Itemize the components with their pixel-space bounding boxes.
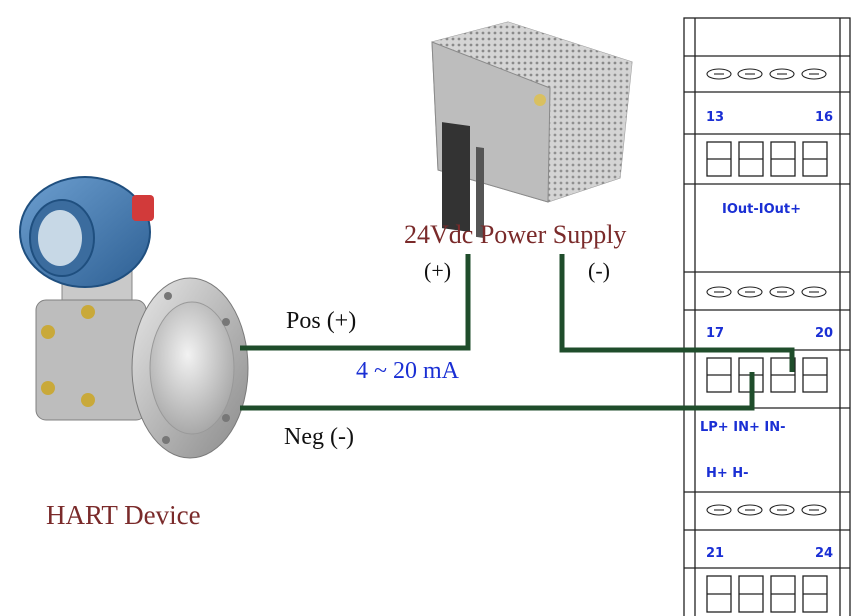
- h-pair-label: H+ H-: [706, 466, 749, 481]
- wire-ps-negative: [559, 254, 795, 372]
- wire-positive: [240, 254, 471, 351]
- terminal-block-module: [683, 17, 851, 616]
- ps-negative-label: (-): [588, 258, 610, 283]
- device-label: HART Device: [46, 500, 201, 530]
- wire-negative: [240, 372, 755, 411]
- iout-label: IOut-IOut+: [722, 202, 802, 217]
- hart-device-image: [19, 176, 249, 459]
- pos-wire-label: Pos (+): [286, 308, 357, 334]
- terminal-21-label: 21: [706, 546, 725, 561]
- terminal-20-label: 20: [815, 326, 834, 341]
- ps-positive-label: (+): [424, 258, 452, 283]
- current-label: 4 ~ 20 mA: [356, 358, 459, 384]
- terminal-16-label: 16: [815, 110, 834, 125]
- power-supply-image: [431, 21, 633, 239]
- terminal-17-label: 17: [706, 326, 725, 341]
- neg-wire-label: Neg (-): [284, 424, 354, 450]
- terminal-24-label: 24: [815, 546, 834, 561]
- lp-in-label: LP+ IN+ IN-: [700, 420, 786, 435]
- terminal-13-label: 13: [706, 110, 725, 125]
- terminal-screws: [706, 68, 827, 516]
- power-supply-label: 24Vdc Power Supply: [404, 220, 627, 249]
